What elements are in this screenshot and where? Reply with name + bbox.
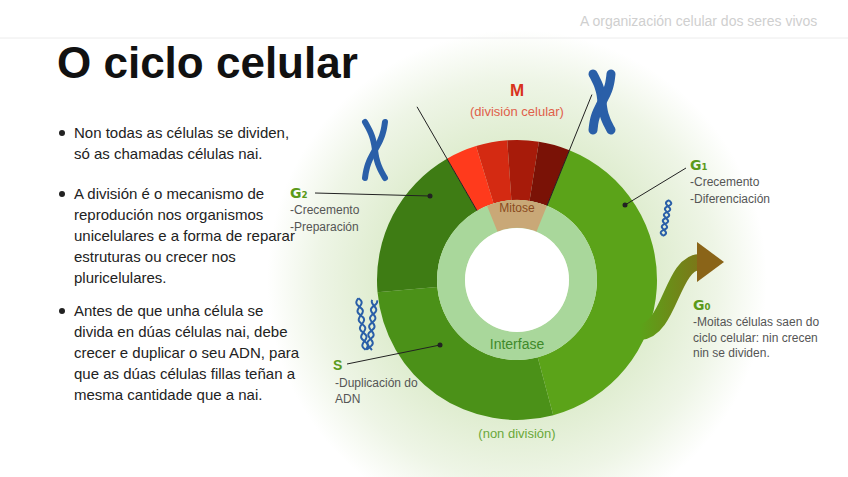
leader-dot [428,194,433,199]
dna-strand [367,300,378,350]
leader-dot [623,203,628,208]
mitosis-segment [476,140,511,203]
bullet-text: Antes de que unha célula se divida en dú… [74,300,306,405]
chromosome [593,74,611,130]
bullet-dot [59,191,65,197]
slide-title: O ciclo celular [57,38,358,89]
g0-arrow-head [697,242,724,282]
phase-name: S [333,356,363,374]
leader-line [315,193,430,196]
leader-line [347,345,440,364]
chromosome [593,74,611,130]
halo [267,30,767,477]
dna-strand [356,298,369,350]
phase-name: G₁ [690,156,730,174]
phase-note: -Crecemento [290,203,410,219]
nucleus-core [465,228,569,332]
ring-label: Mitose [482,201,552,217]
cycle-ring [377,140,657,420]
leader-line [625,168,686,205]
phase-note: (división celular) [442,104,592,121]
phase-name: M [487,80,547,102]
phase-note: -Moitas células saen do ciclo celular: n… [693,315,821,362]
phase-note: -Duplicación do ADN [335,376,423,407]
dna-strand [660,200,672,236]
phase-name: G₀ [693,296,733,314]
phase-note: -Crecemento [690,175,830,191]
g0-exit-arrow [640,262,700,332]
dna-icons [356,74,672,350]
bullet-dot [59,308,65,314]
bullet-dot [59,130,65,136]
interphase-ring [437,200,597,360]
phase-note: (non división) [452,426,582,443]
dna-strand [660,200,672,236]
bullet-text: Non todas as células se dividen, só as c… [74,122,306,164]
dna-strand [356,298,369,350]
mitosis-segment [530,142,570,206]
dna-strand [367,300,378,350]
phase-note: -Preparación [290,220,410,236]
phase-name: G₂ [290,184,330,202]
header-note: A organización celular dos seres vivos [580,12,842,30]
ring-label: Interfase [472,335,562,353]
bullet-text: A división é o mecanismo de reprodución … [74,183,306,288]
chromosome [365,122,385,178]
leader-line [417,107,477,211]
leader-dot [438,343,443,348]
phase-note: -Diferenciación [690,192,830,208]
chromosome [365,122,385,178]
